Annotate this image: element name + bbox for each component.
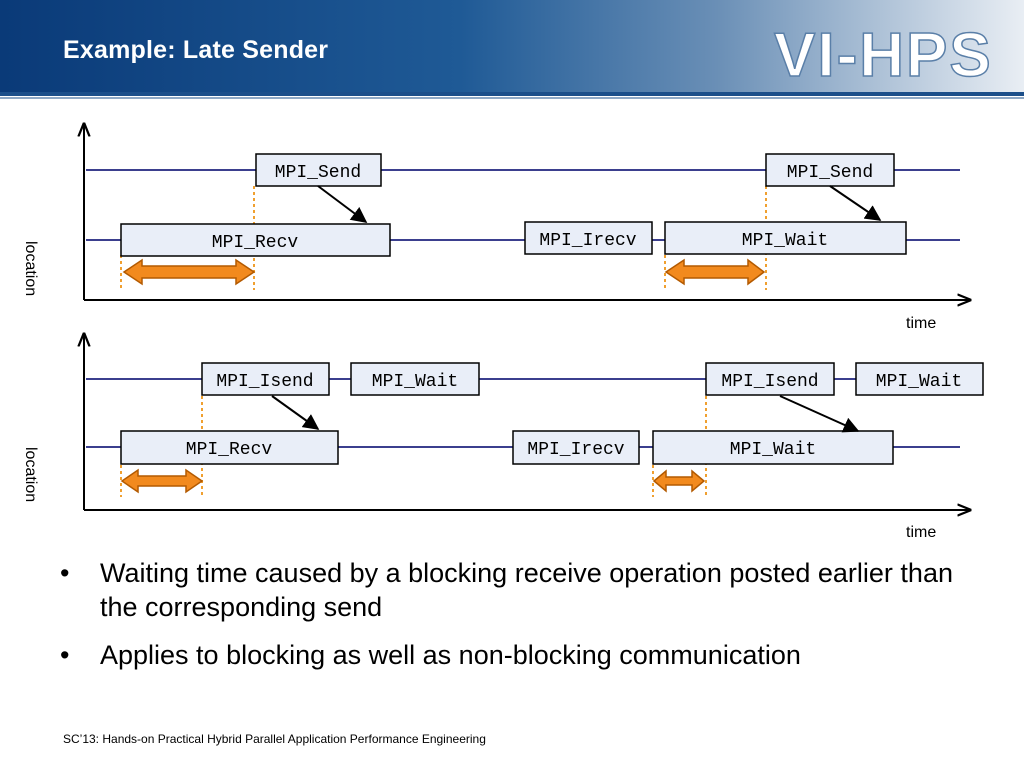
box-mpi-isend-2: MPI_Isend [705,362,835,396]
box-label: MPI_Recv [186,440,273,460]
x-axis-label: time [906,315,936,332]
header-bar [0,0,1024,92]
box-label: MPI_Irecv [527,440,624,460]
box-label: MPI_Wait [876,372,962,392]
box-mpi-wait-1: MPI_Wait [350,362,480,396]
bullet-item: • Waiting time caused by a blocking rece… [58,556,958,624]
waiting-time-arrow [652,469,706,493]
y-axis-label: location [22,447,39,502]
box-mpi-send-1: MPI_Send [255,153,382,187]
box-mpi-wait: MPI_Wait [664,221,907,255]
bullet-list: • Waiting time caused by a blocking rece… [58,556,958,686]
bullet-item: • Applies to blocking as well as non-blo… [58,638,958,672]
box-mpi-wait-2: MPI_Wait [855,362,984,396]
message-arrow [829,185,882,221]
diagram-1: MPI_Send MPI_Recv MPI_Irecv MPI_Send MPI… [22,124,970,332]
box-mpi-irecv: MPI_Irecv [512,430,640,465]
waiting-time-arrow [122,258,256,286]
box-label: MPI_Isend [721,372,818,392]
box-label: MPI_Wait [372,372,458,392]
message-arrow [271,395,320,430]
waiting-time-arrow [664,258,766,286]
bullet-dot: • [60,558,70,588]
box-mpi-irecv: MPI_Irecv [524,221,653,255]
box-mpi-recv: MPI_Recv [120,223,391,257]
box-label: MPI_Irecv [539,231,636,251]
y-axis-label: location [22,241,39,296]
box-label: MPI_Recv [212,233,299,253]
vi-hps-logo: VI-HPS [773,20,990,88]
slide-footer: SC’13: Hands-on Practical Hybrid Paralle… [63,732,486,746]
message-arrow [317,185,368,223]
box-mpi-recv: MPI_Recv [120,430,339,465]
logo-text: VI-HPS [774,21,990,88]
box-label: MPI_Wait [742,231,828,251]
message-arrow [779,395,860,433]
header-divider-thin [0,97,1024,99]
slide-title: Example: Late Sender [63,36,329,64]
waiting-time-arrow [120,468,204,494]
bullet-dot: • [60,640,70,670]
box-label: MPI_Send [787,163,873,183]
header-divider [0,92,1024,96]
bullet-text: Applies to blocking as well as non-block… [100,640,801,670]
diagram-2: MPI_Isend MPI_Wait MPI_Isend MPI_Wait MP… [22,334,984,541]
box-mpi-send-2: MPI_Send [765,153,895,187]
box-label: MPI_Send [275,163,361,183]
box-label: MPI_Isend [216,372,313,392]
box-mpi-isend-1: MPI_Isend [201,362,330,396]
box-label: MPI_Wait [730,440,816,460]
x-axis-label: time [906,524,936,541]
box-mpi-wait-recv: MPI_Wait [652,430,894,465]
bullet-text: Waiting time caused by a blocking receiv… [100,558,953,622]
